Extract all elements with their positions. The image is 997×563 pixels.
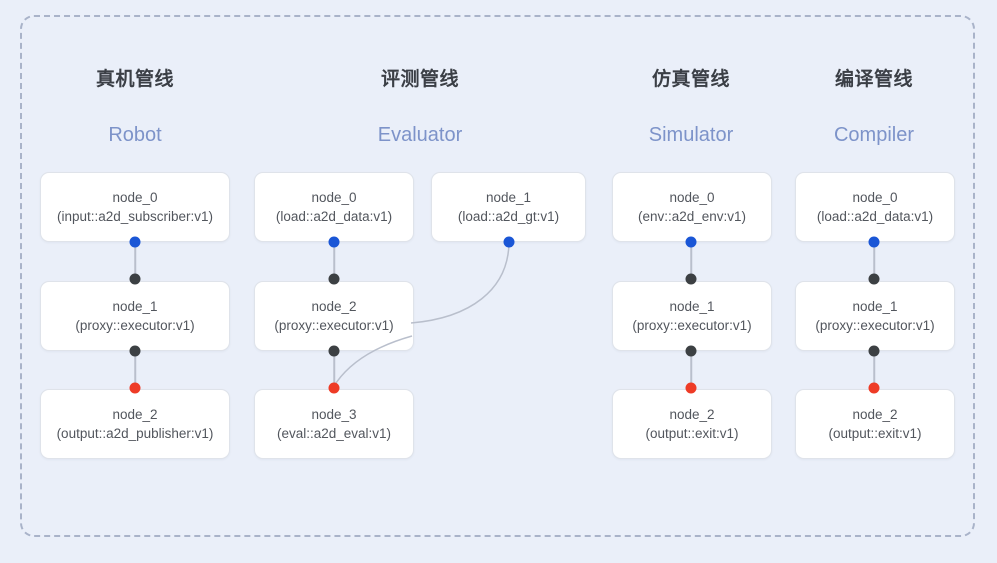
edge-robot-0-to-1 [134, 242, 136, 279]
port-dot-blue[interactable] [685, 236, 697, 248]
port-dot-black[interactable] [328, 273, 340, 285]
port-dot-black[interactable] [685, 273, 697, 285]
node-robot-1[interactable]: node_1 (proxy::executor:v1) [40, 281, 230, 351]
node-compiler-0[interactable]: node_0 (load::a2d_data:v1) [795, 172, 955, 242]
node-id: node_3 [311, 407, 357, 422]
column-title-simulator: 仿真管线 [651, 69, 730, 90]
port-dot-black[interactable] [129, 273, 141, 285]
edge-robot-1-to-2 [134, 351, 136, 387]
edge-evaluator-0-to-2 [333, 242, 335, 279]
port-dot-black[interactable] [328, 345, 340, 357]
node-type: (load::a2d_data:v1) [275, 209, 393, 224]
node-id: node_2 [852, 407, 898, 422]
node-evaluator-0[interactable]: node_0 (load::a2d_data:v1) [254, 172, 414, 242]
edge-simulator-1-to-2 [690, 351, 692, 387]
node-id: node_2 [112, 407, 158, 422]
node-id: node_0 [112, 190, 158, 205]
node-simulator-2[interactable]: node_2 (output::exit:v1) [612, 389, 772, 459]
node-id: node_1 [669, 299, 715, 314]
column-subtitle-robot: Robot [108, 124, 162, 146]
node-type: (output::exit:v1) [645, 426, 739, 441]
port-dot-black[interactable] [129, 345, 141, 357]
edge-evaluator-2-to-3 [333, 351, 335, 387]
node-id: node_1 [852, 299, 898, 314]
port-dot-blue[interactable] [328, 236, 340, 248]
port-dot-red[interactable] [328, 382, 340, 394]
node-type: (load::a2d_data:v1) [816, 209, 934, 224]
port-dot-blue[interactable] [503, 236, 515, 248]
port-dot-black[interactable] [868, 345, 880, 357]
node-compiler-2[interactable]: node_2 (output::exit:v1) [795, 389, 955, 459]
node-id: node_0 [852, 190, 898, 205]
node-type: (load::a2d_gt:v1) [457, 209, 560, 224]
node-id: node_2 [311, 299, 357, 314]
column-title-robot: 真机管线 [95, 69, 174, 90]
node-robot-2[interactable]: node_2 (output::a2d_publisher:v1) [40, 389, 230, 459]
node-type: (proxy::executor:v1) [75, 318, 195, 333]
node-type: (env::a2d_env:v1) [637, 209, 747, 224]
node-type: (eval::a2d_eval:v1) [276, 426, 392, 441]
node-type: (output::exit:v1) [828, 426, 922, 441]
node-evaluator-2[interactable]: node_2 (proxy::executor:v1) [254, 281, 414, 351]
edge-compiler-0-to-1 [873, 242, 875, 279]
port-dot-red[interactable] [868, 382, 880, 394]
port-dot-red[interactable] [129, 382, 141, 394]
node-type: (proxy::executor:v1) [632, 318, 752, 333]
node-robot-0[interactable]: node_0 (input::a2d_subscriber:v1) [40, 172, 230, 242]
node-type: (proxy::executor:v1) [815, 318, 935, 333]
node-evaluator-3[interactable]: node_3 (eval::a2d_eval:v1) [254, 389, 414, 459]
port-dot-blue[interactable] [868, 236, 880, 248]
column-subtitle-evaluator: Evaluator [377, 124, 463, 146]
node-id: node_0 [311, 190, 357, 205]
port-dot-red[interactable] [685, 382, 697, 394]
port-dot-blue[interactable] [129, 236, 141, 248]
node-id: node_1 [112, 299, 158, 314]
node-evaluator-1-gt[interactable]: node_1 (load::a2d_gt:v1) [431, 172, 586, 242]
node-type: (proxy::executor:v1) [274, 318, 394, 333]
edge-compiler-1-to-2 [873, 351, 875, 387]
node-compiler-1[interactable]: node_1 (proxy::executor:v1) [795, 281, 955, 351]
edge-simulator-0-to-1 [690, 242, 692, 279]
node-simulator-0[interactable]: node_0 (env::a2d_env:v1) [612, 172, 772, 242]
node-id: node_0 [669, 190, 715, 205]
column-title-compiler: 编译管线 [834, 69, 913, 90]
node-simulator-1[interactable]: node_1 (proxy::executor:v1) [612, 281, 772, 351]
node-type: (output::a2d_publisher:v1) [56, 426, 214, 441]
diagram-dashed-frame [20, 15, 975, 537]
column-title-evaluator: 评测管线 [380, 69, 459, 90]
node-type: (input::a2d_subscriber:v1) [56, 209, 214, 224]
column-subtitle-compiler: Compiler [833, 124, 915, 146]
node-id: node_1 [485, 190, 532, 205]
port-dot-black[interactable] [685, 345, 697, 357]
column-subtitle-simulator: Simulator [648, 124, 734, 146]
port-dot-black[interactable] [868, 273, 880, 285]
node-id: node_2 [669, 407, 715, 422]
